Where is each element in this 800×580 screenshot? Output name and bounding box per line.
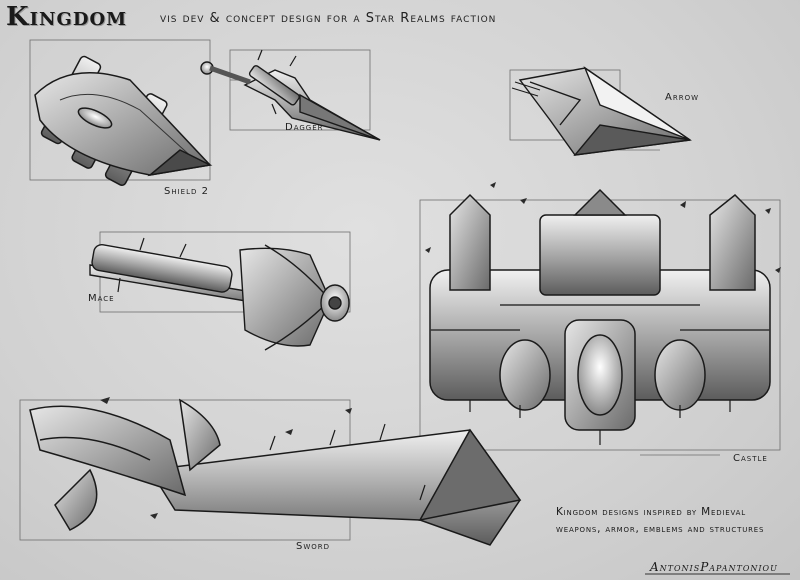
sword-escorts xyxy=(100,397,352,519)
sword-ship xyxy=(29,398,522,546)
shield-ship xyxy=(34,55,213,187)
page-subtitle: vis dev & concept design for a Star Real… xyxy=(160,11,497,26)
page-title: Kingdom xyxy=(6,2,128,32)
label-shield: Shield 2 xyxy=(164,186,209,197)
castle-ship xyxy=(429,188,771,445)
escort-fighters xyxy=(425,182,781,273)
dagger-ship xyxy=(200,49,381,141)
label-sword: Sword xyxy=(296,541,331,552)
arrow-ship xyxy=(511,66,692,156)
label-mace: Mace xyxy=(88,293,115,304)
label-arrow: Arrow xyxy=(665,92,699,103)
design-note-line-1: Kingdom designs inspired by Medieval xyxy=(556,506,746,518)
design-note: Kingdom designs inspired by Medieval wea… xyxy=(556,504,764,538)
design-note-line-2: weapons, armor, emblems and structures xyxy=(556,523,765,535)
mace-ship xyxy=(89,237,350,351)
artist-signature: AntonisPapantoniou xyxy=(650,560,778,574)
label-dagger: Dagger xyxy=(285,122,324,133)
label-castle: Castle xyxy=(733,453,768,464)
